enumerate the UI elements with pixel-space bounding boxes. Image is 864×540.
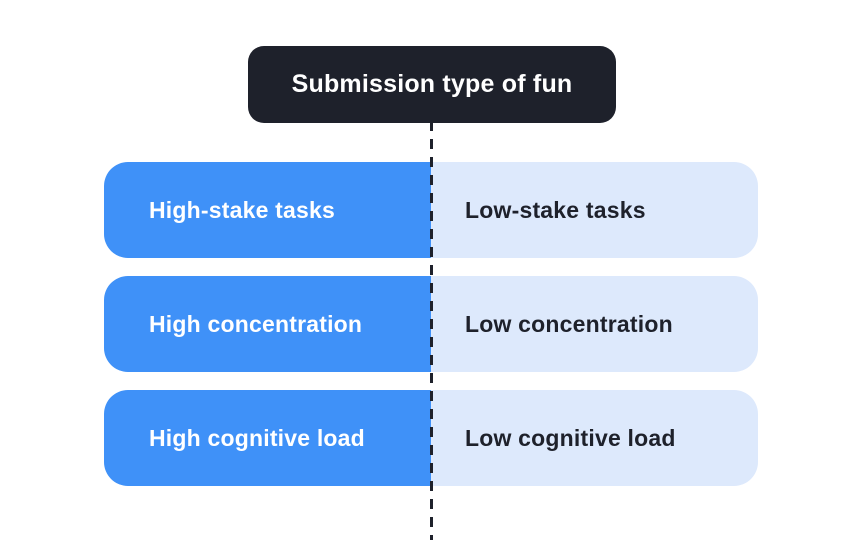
high-concentration-box: High concentration: [104, 276, 431, 372]
diagram-title-box: Submission type of fun: [248, 46, 616, 123]
center-dashed-divider-line: [430, 121, 433, 540]
high-stake-tasks-box: High-stake tasks: [104, 162, 431, 258]
low-concentration-box: Low concentration: [431, 276, 758, 372]
low-cognitive-load-box: Low cognitive load: [431, 390, 758, 486]
high-cognitive-load-box: High cognitive load: [104, 390, 431, 486]
low-concentration-label: Low concentration: [465, 310, 673, 337]
low-stake-tasks-box: Low-stake tasks: [431, 162, 758, 258]
row-concentration: High concentration Low concentration: [104, 276, 758, 372]
comparison-rows: High-stake tasks Low-stake tasks High co…: [104, 162, 758, 486]
high-concentration-label: High concentration: [149, 310, 363, 337]
low-cognitive-load-label: Low cognitive load: [465, 424, 676, 451]
row-stake-tasks: High-stake tasks Low-stake tasks: [104, 162, 758, 258]
diagram-title: Submission type of fun: [291, 70, 573, 98]
low-stake-tasks-label: Low-stake tasks: [465, 196, 646, 223]
row-cognitive-load: High cognitive load Low cognitive load: [104, 390, 758, 486]
high-cognitive-load-label: High cognitive load: [149, 424, 365, 451]
high-stake-tasks-label: High-stake tasks: [149, 196, 335, 223]
